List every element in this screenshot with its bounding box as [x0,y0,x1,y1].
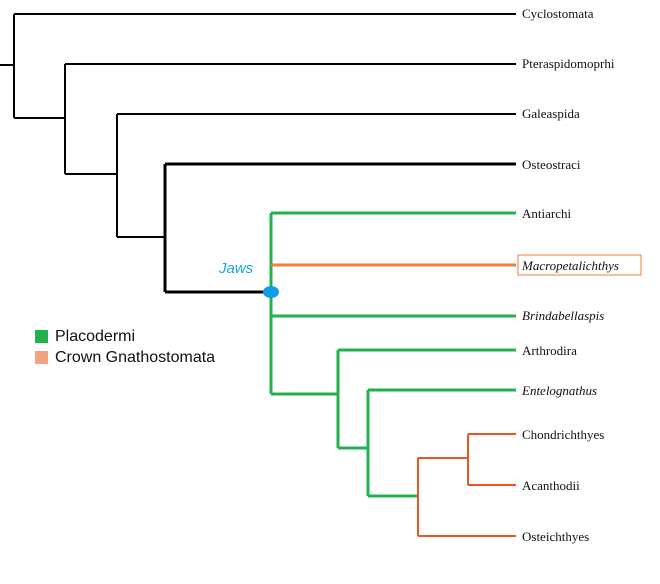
legend-item-crown-gnathostomata: Crown Gnathostomata [35,347,215,368]
taxon-cyclostomata: Cyclostomata [522,6,594,21]
legend-swatch-crown-gnathostomata [35,351,48,364]
legend-item-placodermi: Placodermi [35,326,215,347]
taxon-pteraspidomorphi: Pteraspidomoprhi [522,56,615,71]
taxon-antiarchi: Antiarchi [522,206,571,221]
taxon-acanthodii: Acanthodii [522,478,580,493]
legend: Placodermi Crown Gnathostomata [35,326,215,368]
taxon-chondrichthyes: Chondrichthyes [522,427,604,442]
taxon-brindabellaspis: Brindabellaspis [522,308,604,323]
stem-branches-bold [163,162,516,294]
stem-branches [0,13,516,238]
taxon-galeaspida: Galeaspida [522,106,580,121]
legend-swatch-placodermi [35,330,48,343]
taxon-osteichthyes: Osteichthyes [522,529,589,544]
legend-label-placodermi: Placodermi [55,328,136,345]
placoderm-branches [269,211,516,498]
jaws-node-marker [263,286,279,298]
taxon-macropetalichthys: Macropetalichthys [521,258,619,273]
taxon-arthrodira: Arthrodira [522,343,577,358]
macropetalichthys-highlight-box [517,254,642,276]
taxon-entelognathus: Entelognathus [521,383,597,398]
taxon-osteostraci: Osteostraci [522,157,581,172]
jaws-label: Jaws [218,260,254,277]
legend-label-crown-gnathostomata: Crown Gnathostomata [55,349,216,366]
crown-branches [417,433,516,537]
